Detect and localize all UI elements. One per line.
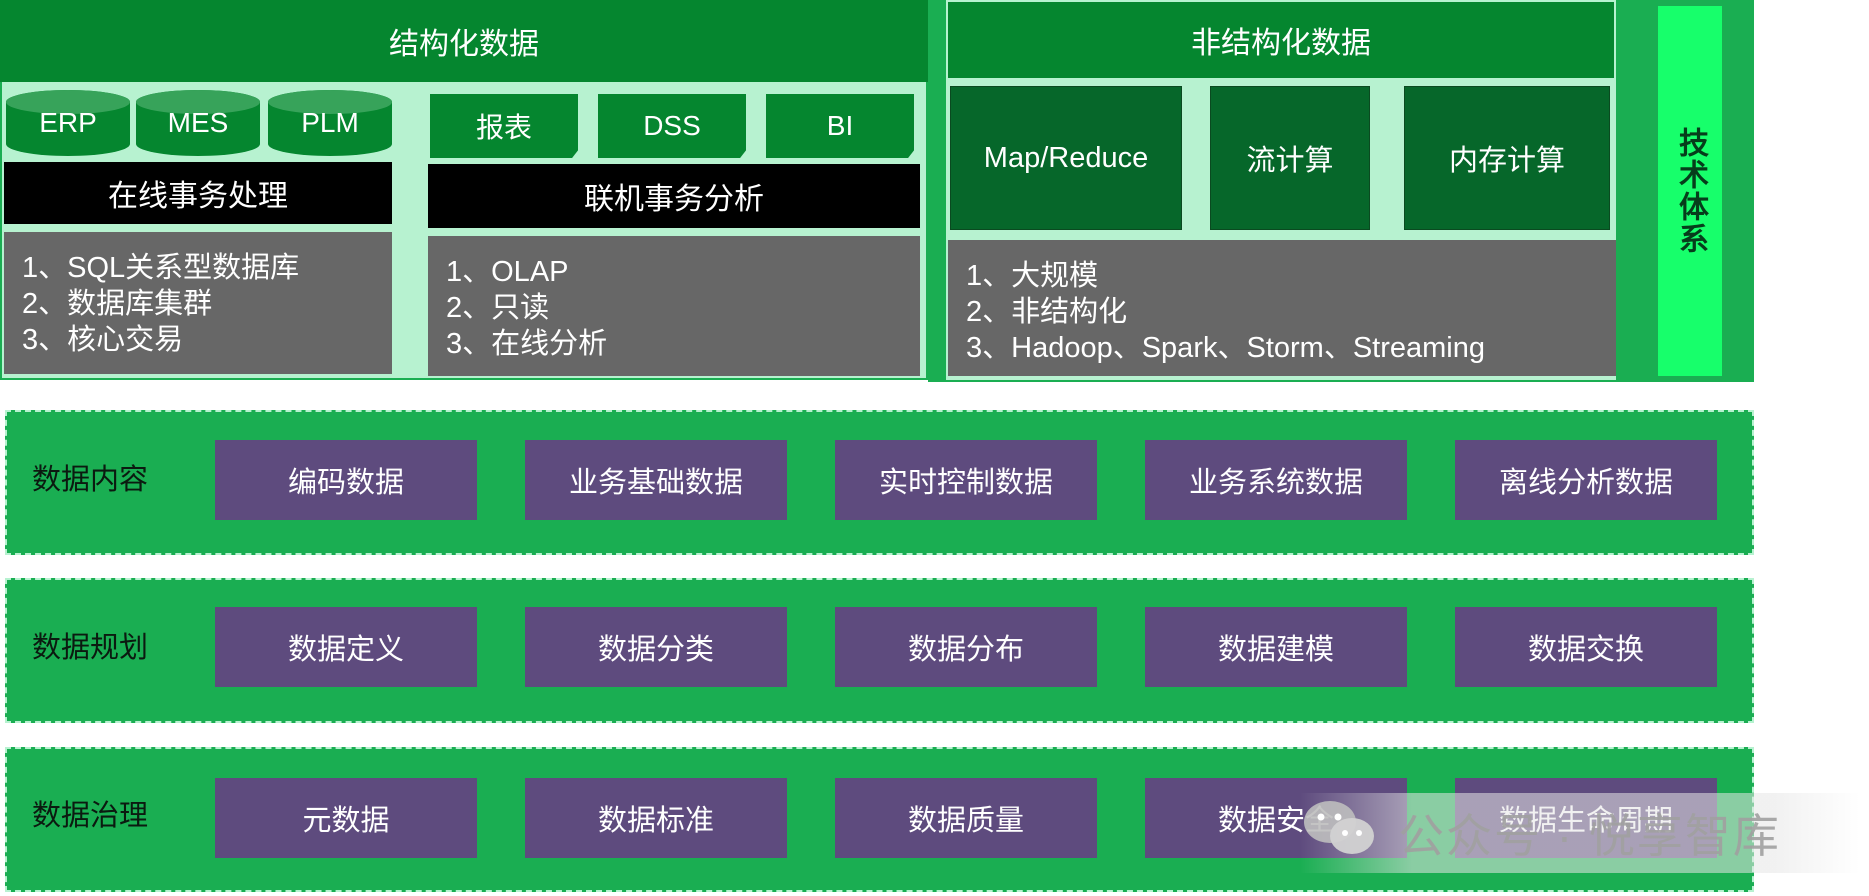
watermark-text: 公众号 · 悦享智库 — [1398, 810, 1781, 862]
row1-item-5: 数据交换 — [1455, 607, 1717, 687]
olap-feature-3: 3、在线分析 — [446, 328, 608, 360]
olap-feature-1: 1、OLAP — [446, 256, 569, 288]
row0-item-3: 实时控制数据 — [835, 440, 1097, 520]
oltp-feature-2: 2、数据库集群 — [22, 288, 213, 320]
unstructured-data-title: 非结构化数据 — [946, 0, 1616, 80]
row0-item-2: 业务基础数据 — [525, 440, 787, 520]
structured-data-title: 结构化数据 — [0, 0, 928, 82]
wechat-icon — [1300, 796, 1380, 871]
oltp-feature-1: 1、SQL关系型数据库 — [22, 252, 300, 284]
watermark: 公众号 · 悦享智库 — [1300, 793, 1860, 873]
row0-item-4: 业务系统数据 — [1145, 440, 1407, 520]
row2-item-1: 元数据 — [215, 778, 477, 858]
olap-features: 1、OLAP 2、只读 3、在线分析 — [428, 236, 920, 376]
unstructured-feature-3: 3、Hadoop、Spark、Storm、Streaming — [966, 332, 1485, 364]
row0-item-1: 编码数据 — [215, 440, 477, 520]
row2-item-2: 数据标准 — [525, 778, 787, 858]
unstructured-features: 1、大规模 2、非结构化 3、Hadoop、Spark、Storm、Stream… — [948, 240, 1616, 376]
row1-item-2: 数据分类 — [525, 607, 787, 687]
plm-cylinder: PLM — [268, 90, 392, 156]
row-label-data-content: 数据内容 — [32, 464, 149, 496]
report-tab: 报表 — [430, 94, 578, 158]
erp-cylinder: ERP — [6, 90, 130, 156]
row1-item-3: 数据分布 — [835, 607, 1097, 687]
oltp-features: 1、SQL关系型数据库 2、数据库集群 3、核心交易 — [4, 232, 392, 374]
row0-item-5: 离线分析数据 — [1455, 440, 1717, 520]
row-label-data-governance: 数据治理 — [32, 800, 149, 832]
unstructured-feature-2: 2、非结构化 — [966, 296, 1128, 328]
oltp-feature-3: 3、核心交易 — [22, 324, 184, 356]
tech-system-label: 技术体系 — [1655, 3, 1725, 379]
bi-tab: BI — [766, 94, 914, 158]
dss-tab: DSS — [598, 94, 746, 158]
row1-item-4: 数据建模 — [1145, 607, 1407, 687]
stream-compute-box: 流计算 — [1210, 86, 1370, 230]
olap-feature-2: 2、只读 — [446, 292, 550, 324]
unstructured-feature-1: 1、大规模 — [966, 260, 1099, 292]
row2-item-3: 数据质量 — [835, 778, 1097, 858]
mes-cylinder: MES — [136, 90, 260, 156]
olap-bar: 联机事务分析 — [428, 164, 920, 228]
row1-item-1: 数据定义 — [215, 607, 477, 687]
memory-compute-box: 内存计算 — [1404, 86, 1610, 230]
mapreduce-box: Map/Reduce — [950, 86, 1182, 230]
oltp-bar: 在线事务处理 — [4, 162, 392, 224]
row-label-data-planning: 数据规划 — [32, 632, 149, 664]
